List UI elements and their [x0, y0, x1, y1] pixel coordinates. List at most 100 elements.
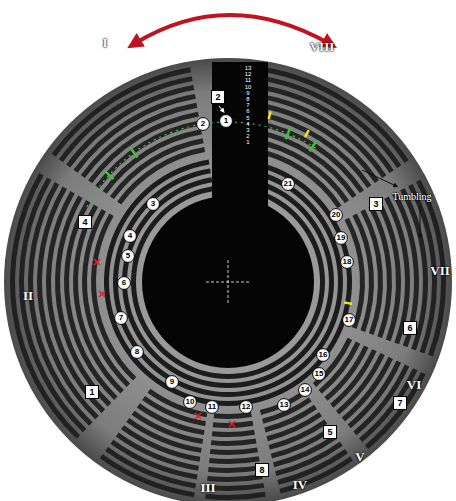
scale-number: 10 — [245, 84, 252, 90]
ring-band — [210, 447, 258, 455]
callout-number: 1 — [89, 388, 94, 397]
callout-number: 5 — [126, 252, 130, 260]
red-mark — [195, 413, 201, 419]
callout-circle: 21 — [281, 177, 295, 191]
scale-number: 4 — [246, 121, 249, 127]
scale-number: 7 — [246, 102, 249, 108]
callout-circle: 10 — [183, 395, 197, 409]
callout-number: 19 — [337, 234, 346, 242]
callout-circle: 16 — [316, 348, 330, 362]
ring-band — [28, 182, 93, 426]
scale-number: 1 — [246, 139, 249, 145]
callout-number: 2 — [215, 93, 220, 102]
ring-band — [147, 389, 207, 418]
callout-number: 6 — [407, 324, 412, 333]
ring-band — [211, 439, 257, 446]
sector-label: V — [355, 450, 364, 463]
callout-box: 2 — [211, 90, 225, 104]
tumbling-arrow — [420, 206, 421, 236]
callout-number: 20 — [332, 211, 341, 219]
ring-band — [213, 421, 254, 428]
ring-band — [59, 76, 193, 162]
callout-number: 4 — [128, 232, 132, 240]
specimen-disc — [4, 58, 452, 501]
ring-band — [353, 364, 409, 435]
scale-number: 8 — [246, 96, 249, 102]
green-mark — [105, 171, 114, 179]
ring-band — [91, 214, 136, 381]
callout-number: 8 — [259, 466, 264, 475]
red-mark — [94, 259, 100, 265]
scale-number: 11 — [245, 77, 251, 83]
ring-band — [100, 454, 195, 497]
sector-label: IV — [293, 478, 307, 491]
green-mark — [310, 141, 316, 151]
crosshair — [206, 260, 250, 304]
scale-number: 5 — [246, 115, 249, 121]
callout-circle: 17 — [342, 313, 356, 327]
ring-band — [122, 177, 334, 388]
callout-number: 14 — [301, 386, 310, 394]
ring-band — [212, 430, 255, 437]
ring-band — [131, 186, 325, 379]
callout-number: 17 — [345, 316, 354, 324]
callout-circle: 3 — [146, 197, 160, 211]
scale-number: 13 — [245, 65, 252, 71]
sector-label: VIII — [310, 40, 335, 53]
callout-box: 4 — [78, 215, 92, 229]
callout-number: 6 — [122, 279, 126, 287]
callout-box: 3 — [369, 197, 383, 211]
yellow-mark — [269, 111, 271, 119]
callout-circle: 8 — [130, 345, 144, 359]
callout-number: 2 — [201, 120, 205, 128]
yellow-mark — [305, 130, 309, 137]
scale-number: 3 — [246, 127, 249, 133]
callout-circle: 2 — [196, 117, 210, 131]
red-mark — [229, 421, 235, 427]
callout-number: 12 — [242, 403, 251, 411]
callout-circle: 18 — [340, 255, 354, 269]
callout-number: 1 — [224, 117, 228, 125]
annotation: Tumbling — [392, 192, 431, 202]
callout-number: 16 — [319, 351, 328, 359]
green-mark — [286, 128, 290, 139]
ring-band — [208, 465, 261, 473]
callout-number: 3 — [373, 200, 378, 209]
callout-number: 3 — [151, 200, 155, 208]
ring-band — [280, 456, 354, 493]
tumbling-arrow — [362, 170, 396, 186]
callout-number: 11 — [208, 403, 216, 411]
scale-number: 2 — [246, 133, 249, 139]
callout-box: 7 — [393, 396, 407, 410]
yellow-mark — [344, 302, 352, 303]
sector-label: III — [200, 481, 215, 494]
callout-circle: 9 — [165, 375, 179, 389]
callout-number: 5 — [327, 428, 332, 437]
ring-band — [104, 160, 352, 406]
ring-band — [265, 67, 409, 163]
sector-label: VII — [430, 264, 450, 277]
callout-circle: 4 — [123, 229, 137, 243]
scale-number: 9 — [246, 90, 249, 96]
sector-label: VI — [407, 378, 421, 391]
callout-number: 7 — [397, 399, 402, 408]
ring-band — [209, 456, 260, 464]
callout-number: 10 — [186, 398, 195, 406]
ring-band — [10, 173, 80, 439]
callout-number: 13 — [280, 401, 289, 409]
red-mark — [99, 291, 105, 297]
ring-band — [262, 398, 312, 424]
rotation-arrow — [134, 15, 330, 44]
callout-number: 15 — [315, 370, 324, 378]
callout-circle: 13 — [277, 398, 291, 412]
ring-band — [113, 168, 343, 397]
callout-box: 1 — [85, 385, 99, 399]
scale-number: 12 — [245, 71, 252, 77]
callout-number: 18 — [343, 258, 352, 266]
ring-band — [262, 85, 394, 173]
callout-box: 5 — [323, 425, 337, 439]
ring-band — [52, 67, 191, 156]
leader-arrow — [219, 106, 223, 111]
callout-circle: 14 — [298, 383, 312, 397]
